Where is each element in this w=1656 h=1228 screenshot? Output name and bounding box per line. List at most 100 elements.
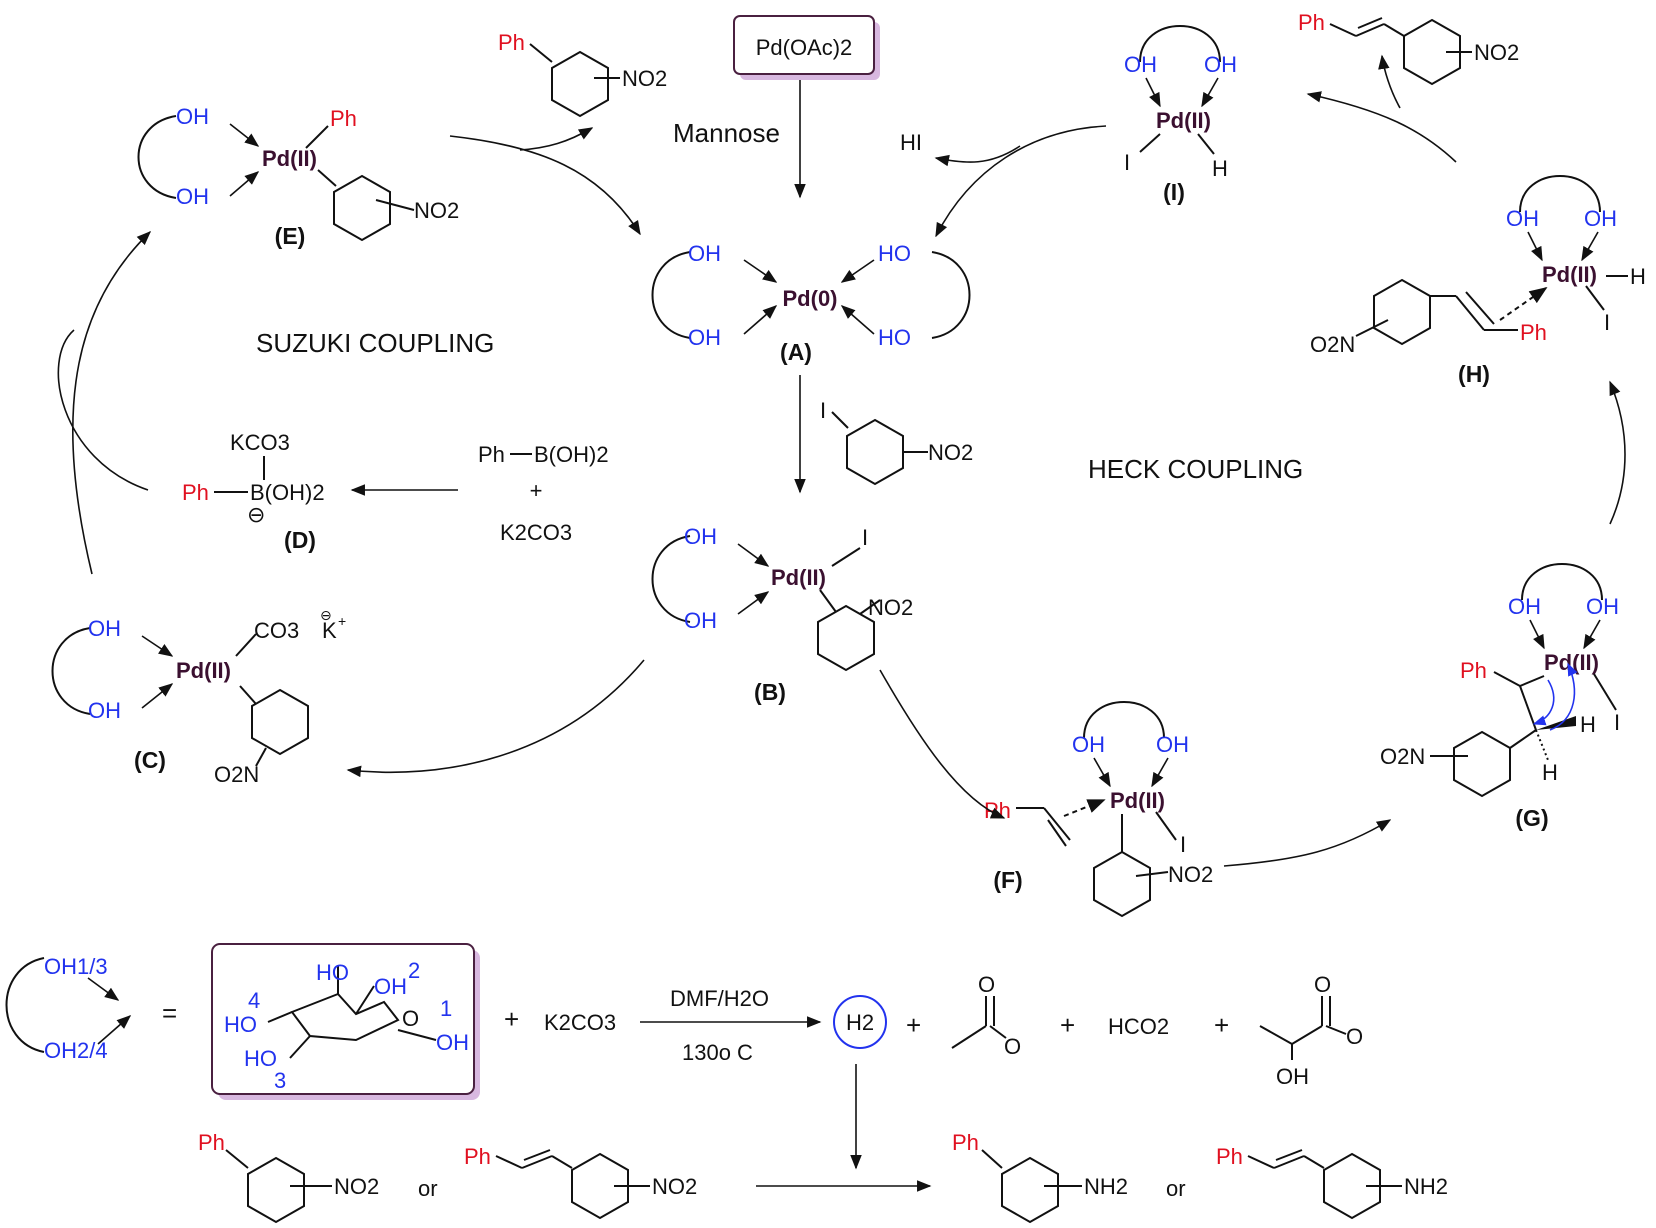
iodine-label: I <box>1614 710 1620 735</box>
iodine-label: I <box>820 398 826 423</box>
acetate-product: O O <box>951 972 1021 1059</box>
oxygen-label: O <box>978 972 995 997</box>
ho-label: HO <box>224 1012 257 1037</box>
or-label: or <box>1166 1176 1186 1201</box>
plus-sign: + <box>338 613 346 629</box>
position-1: 1 <box>440 996 452 1021</box>
nitro-label: NO2 <box>868 595 913 620</box>
nitrobiphenyl-product-top: Ph NO2 <box>498 30 667 118</box>
hydrogen-label: H <box>1212 156 1228 181</box>
ring-oxygen: O <box>402 1006 419 1031</box>
k2co3-bottom-label: K2CO3 <box>544 1010 616 1035</box>
label-C: (C) <box>134 747 166 773</box>
oh-label: OH <box>1124 52 1157 77</box>
plus-sign: + <box>906 1010 921 1040</box>
nitro-label: NO2 <box>652 1174 697 1199</box>
plus-sign: + <box>1214 1010 1229 1040</box>
nitro-substrates-bottom: Ph NO2 or Ph NO2 <box>198 1130 697 1224</box>
boronic-label: B(OH)2 <box>250 480 325 505</box>
oh-label: OH <box>436 1030 469 1055</box>
hi-label: HI <box>900 130 922 155</box>
label-F: (F) <box>993 867 1022 893</box>
label-G: (G) <box>1515 805 1548 831</box>
amine-products-bottom: Ph NH2 or Ph NH2 <box>952 1130 1448 1224</box>
amine-label: NH2 <box>1084 1174 1128 1199</box>
oh-label: OH <box>688 325 721 350</box>
species-E: OH OH Pd(II) Ph NO2 (E) <box>137 104 459 249</box>
nitro-label: NO2 <box>1168 862 1213 887</box>
or-label: or <box>418 1176 438 1201</box>
oh-label: OH <box>176 104 209 129</box>
species-A: OH OH HO HO Pd(0) (A) <box>651 241 971 365</box>
ho-label: HO <box>244 1046 277 1071</box>
oh-label: OH <box>176 184 209 209</box>
phenyl-label: Ph <box>1298 10 1325 35</box>
equals-sign: = <box>162 998 177 1028</box>
k2co3-label: K2CO3 <box>500 520 572 545</box>
heck-coupling-label: HECK COUPLING <box>1088 454 1303 484</box>
species-I: OH OH Pd(II) I H (I) <box>1124 25 1237 205</box>
h2-label: H2 <box>846 1010 874 1035</box>
position-3: 3 <box>274 1068 286 1093</box>
pd2-label: Pd(II) <box>771 565 826 590</box>
phenyl-label: Ph <box>984 798 1011 823</box>
phenyl-label: Ph <box>182 480 209 505</box>
temperature-label: 130o C <box>682 1040 753 1065</box>
position-4: 4 <box>248 988 260 1013</box>
formate-label: HCO2 <box>1108 1014 1169 1039</box>
oh-label: OH <box>374 974 407 999</box>
oh-label: OH <box>1156 732 1189 757</box>
species-C: OH OH Pd(II) CO3 ⊖ K + O2N (C) <box>51 607 346 787</box>
potassium-label: K <box>322 618 337 643</box>
oh-label: OH <box>1584 206 1617 231</box>
phenyl-label: Ph <box>1520 320 1547 345</box>
nitrostilbene-product-top: Ph NO2 <box>1298 10 1519 86</box>
pd0-label: Pd(0) <box>783 286 838 311</box>
nitro-label: NO2 <box>928 440 973 465</box>
nitro-label: O2N <box>214 762 259 787</box>
hydrogen-label: H <box>1542 760 1558 785</box>
ho-label: HO <box>316 960 349 985</box>
label-H: (H) <box>1458 361 1490 387</box>
iodine-label: I <box>862 525 868 550</box>
pd2-label: Pd(II) <box>1110 788 1165 813</box>
nitro-label: NO2 <box>622 66 667 91</box>
hydrogen-product: H2 <box>833 995 887 1049</box>
nitro-label: NO2 <box>334 1174 379 1199</box>
oxygen-label: O <box>1004 1034 1021 1059</box>
phenyl-label: Ph <box>498 30 525 55</box>
amine-label: NH2 <box>1404 1174 1448 1199</box>
oh-label: OH <box>684 608 717 633</box>
diol-legend: OH1/3 OH2/4 = <box>5 954 177 1063</box>
oh-label: OH <box>88 698 121 723</box>
species-G: OH OH Pd(II) I Ph H H O2N (G) <box>1380 563 1620 831</box>
pd-acetate-label: Pd(OAc)2 <box>756 35 853 60</box>
oh-label: OH <box>688 241 721 266</box>
species-B: OH OH Pd(II) I NO2 (B) <box>651 524 913 705</box>
phenyl-label: Ph <box>464 1144 491 1169</box>
kco3-label: KCO3 <box>230 430 290 455</box>
iodine-label: I <box>1124 150 1130 175</box>
position-2: 2 <box>408 958 420 983</box>
plus-sign: + <box>1060 1010 1075 1040</box>
minus-sign: ⊖ <box>247 502 265 527</box>
oh-label: OH <box>1506 206 1539 231</box>
ho-label: HO <box>878 325 911 350</box>
oh-label: OH <box>1072 732 1105 757</box>
phenylboronic-reagent: Ph B(OH)2 + K2CO3 <box>478 442 609 545</box>
phenyl-label: Ph <box>952 1130 979 1155</box>
boronic-label: B(OH)2 <box>534 442 609 467</box>
oh24-label: OH2/4 <box>44 1038 108 1063</box>
suzuki-coupling-label: SUZUKI COUPLING <box>256 328 494 358</box>
pd2-label: Pd(II) <box>262 146 317 171</box>
nitro-label: O2N <box>1310 332 1355 357</box>
species-F: OH OH Pd(II) Ph I NO2 (F) <box>984 701 1213 918</box>
nitro-label: O2N <box>1380 744 1425 769</box>
pd2-label: Pd(II) <box>1156 108 1211 133</box>
species-D: KCO3 Ph B(OH)2 ⊖ (D) <box>182 430 325 553</box>
mannose-box: HO OH 2 O 1 OH 4 HO HO 3 <box>211 943 480 1100</box>
label-I: (I) <box>1163 179 1185 205</box>
plus-sign: + <box>530 478 543 503</box>
pd2-label: Pd(II) <box>176 658 231 683</box>
